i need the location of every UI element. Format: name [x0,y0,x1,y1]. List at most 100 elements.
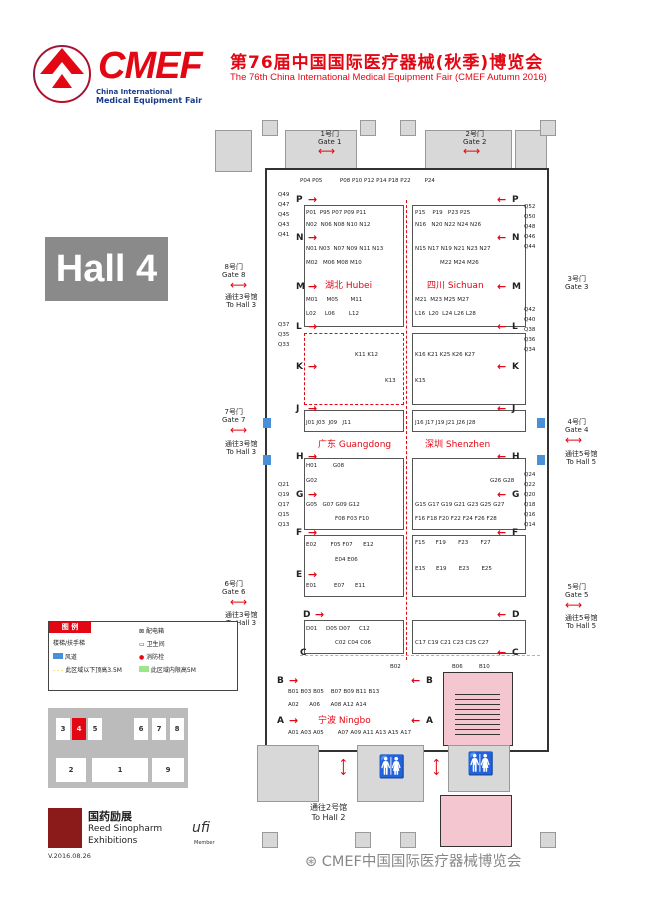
restroom-block [357,745,424,802]
booth-label: F08 F03 F10 [335,516,370,522]
p-top-booths: P04 P05 P08 P10 P12 P14 P18 P22 P24 [300,178,435,184]
booth-label: F15 F19 F23 F27 [415,540,491,546]
arrow-right-icon: → [308,450,318,463]
arrow-left-icon: ← [497,193,507,206]
logo-subtitle-2: Medical Equipment Fair [96,96,203,105]
pillar [400,120,416,136]
booth-block-ne [412,205,526,327]
hall-cell: 1 [92,758,148,782]
booth-label: H01 G08 [306,463,345,469]
legend-item: - - - 此区域以下顶高3.5M [53,667,122,674]
row-label-m-right: M [512,282,521,292]
booth-label: P01 P95 P07 P09 P11 [306,210,367,216]
center-aisle-line [406,200,407,660]
booth-label: K11 K12 [355,352,378,358]
region-shenzhen: 深圳 Shenzhen [425,440,491,450]
booth-label: F16 F18 F20 F22 F24 F26 F28 [415,516,497,522]
arrow-left-icon: ← [497,488,507,501]
up-down-arrow-icon: ⟷ [336,758,351,776]
booth-label: B06 [452,664,463,670]
legend-item: 风道 [53,652,77,661]
row-label-l-right: L [512,322,518,332]
organizer-en-2: Exhibitions [88,836,138,846]
wechat-watermark: ⊛ CMEF中国国际医疗器械博览会 [305,854,522,870]
row-label-a-right: A [426,716,433,726]
booth-block-d-east [412,620,526,654]
pillar [360,120,376,136]
row-label-f-left: F [296,528,303,538]
booth-label: G02 [306,478,318,484]
booth-label: D01 D05 D07 C12 [306,626,370,632]
booth-label: E04 E06 [335,557,358,563]
pillar [540,832,556,848]
booth-label: N01 N03 N07 N09 N11 N13 [306,246,384,252]
legend-item: ▭ 卫生间 [139,641,165,648]
arrow-left-icon: ← [497,526,507,539]
row-label-k-left: K [296,362,303,372]
row-label-d-left: D [303,610,311,620]
row-label-n-left: N [296,233,304,243]
legend-item: ⊠ 配电箱 [139,628,164,635]
booth-label: M22 M24 M26 [440,260,479,266]
fair-title-cn: 第76届中国国际医疗器械(秋季)博览会 [230,53,544,73]
booth-block-j-west [304,410,404,432]
booth-label: P15 P19 P23 P25 [415,210,471,216]
row-label-b-left: B [277,676,284,686]
hall-locator: 3 4 5 6 7 8 2 1 9 [48,708,188,788]
cmef-logo [30,38,230,128]
version-label: V.2016.08.26 [48,852,91,860]
gate-7-arrow-icon: ⟷ [230,423,248,437]
arrow-left-icon: ← [497,646,507,659]
gate-4-arrow-icon: ⟷ [565,433,583,447]
fair-title-en: The 76th China International Medical Equ… [230,72,547,83]
pillar [262,832,278,848]
booth-label: N16 N20 N22 N24 N26 [415,222,482,228]
gate-1-arrow-icon: ⟷ [318,144,336,158]
stair-zone-lower [440,795,512,847]
booth-label: A02 A06 A08 A12 A14 [288,702,367,708]
booth-block-k-east [412,333,526,405]
row-label-c-left: C [300,648,307,658]
pillar-block [215,130,252,172]
booth-label: M21 M23 M25 M27 [415,297,469,303]
booth-label: K16 K21 K25 K26 K27 [415,352,476,358]
booth-block-e-east [412,535,526,597]
arrow-right-icon: → [308,320,318,333]
row-label-l-left: L [296,322,302,332]
cmef-wordmark: CMEF [98,45,203,87]
arrow-left-icon: ← [497,360,507,373]
restroom-block [448,745,510,792]
hall-cell: 8 [170,718,184,740]
arrow-right-icon: → [308,568,318,581]
legend-title: 图 例 [49,622,91,633]
row-label-e-left: E [296,570,303,580]
arrow-left-icon: ← [497,402,507,415]
legend-item: 此区域内限高5M [139,665,229,674]
cmef-emblem-icon [33,45,91,103]
arrow-right-icon: → [289,714,299,727]
booth-label: B01 B03 B05 B07 B09 B11 B13 [288,689,380,695]
wechat-icon: ⊛ [305,854,318,870]
booth-label: B02 [390,664,401,670]
ufi-logo: ufi [192,820,210,836]
arrow-right-icon: → [308,360,318,373]
booth-block-g-east [412,458,526,530]
booth-label: L16 L20 L24 L26 L28 [415,311,476,317]
gate-1-block [285,130,357,172]
arrow-right-icon: → [308,231,318,244]
arrow-left-icon: ← [497,231,507,244]
arrow-left-icon: ← [497,280,507,293]
booth-block-nw [304,205,404,327]
booth-label: K13 [385,378,396,384]
row-label-m-left: M [296,282,305,292]
row-label-p-left: P [296,195,303,205]
gate-2-arrow-icon: ⟷ [463,144,481,158]
arrow-right-icon: → [289,674,299,687]
